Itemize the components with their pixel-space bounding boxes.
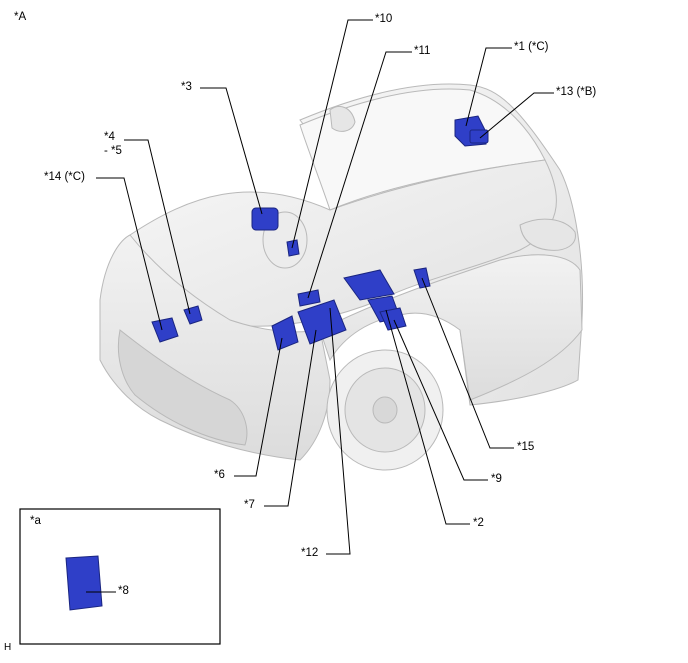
side-mirror bbox=[519, 218, 576, 251]
callout-12: *12 bbox=[301, 547, 319, 559]
callout-1: *1 (*C) bbox=[514, 41, 549, 53]
callout-6: *6 bbox=[214, 469, 225, 481]
inset-label: *a bbox=[30, 515, 41, 527]
callout-5: - *5 bbox=[104, 145, 122, 157]
part-8 bbox=[65, 555, 103, 611]
part-13 bbox=[469, 129, 489, 144]
wheel-hub bbox=[372, 396, 398, 424]
callout-14: *14 (*C) bbox=[44, 171, 85, 183]
part-3 bbox=[251, 207, 279, 231]
parts bbox=[65, 115, 489, 611]
leader-1 bbox=[465, 47, 512, 127]
leader-15 bbox=[421, 277, 514, 449]
leader-6 bbox=[234, 337, 283, 477]
callout-15: *15 bbox=[517, 441, 535, 453]
leader-10 bbox=[291, 19, 373, 249]
part-12 bbox=[343, 269, 395, 301]
callout-8: *8 bbox=[118, 585, 129, 597]
callout-11: *11 bbox=[414, 45, 431, 57]
part-11 bbox=[297, 289, 321, 307]
leader-9 bbox=[393, 319, 488, 481]
part-4-5 bbox=[183, 305, 203, 325]
callout-13: *13 (*B) bbox=[556, 86, 597, 98]
leader-14 bbox=[96, 177, 163, 331]
callout-9: *9 bbox=[491, 473, 502, 485]
part-14 bbox=[151, 317, 179, 343]
leader-7 bbox=[264, 329, 317, 507]
leader-13 bbox=[479, 92, 554, 139]
leader-12 bbox=[326, 307, 351, 555]
leader-2 bbox=[385, 309, 470, 525]
leader-4 bbox=[124, 139, 191, 315]
corner-mark: H bbox=[4, 642, 12, 653]
leader-3 bbox=[200, 87, 263, 215]
grille bbox=[117, 329, 248, 446]
callout-4: *4 bbox=[104, 131, 115, 143]
leader-11 bbox=[307, 51, 412, 299]
callout-2: *2 bbox=[473, 517, 484, 529]
leader-lines bbox=[86, 19, 554, 593]
view-label: *A bbox=[14, 11, 27, 23]
callout-7: *7 bbox=[244, 499, 255, 511]
callout-3: *3 bbox=[181, 81, 192, 93]
callout-10: *10 bbox=[375, 13, 393, 25]
part-6 bbox=[271, 315, 299, 351]
a-pillar-mirror-left bbox=[329, 106, 356, 132]
inset-frame bbox=[19, 508, 221, 645]
part-7 bbox=[297, 299, 347, 345]
car-illustration bbox=[99, 83, 583, 471]
